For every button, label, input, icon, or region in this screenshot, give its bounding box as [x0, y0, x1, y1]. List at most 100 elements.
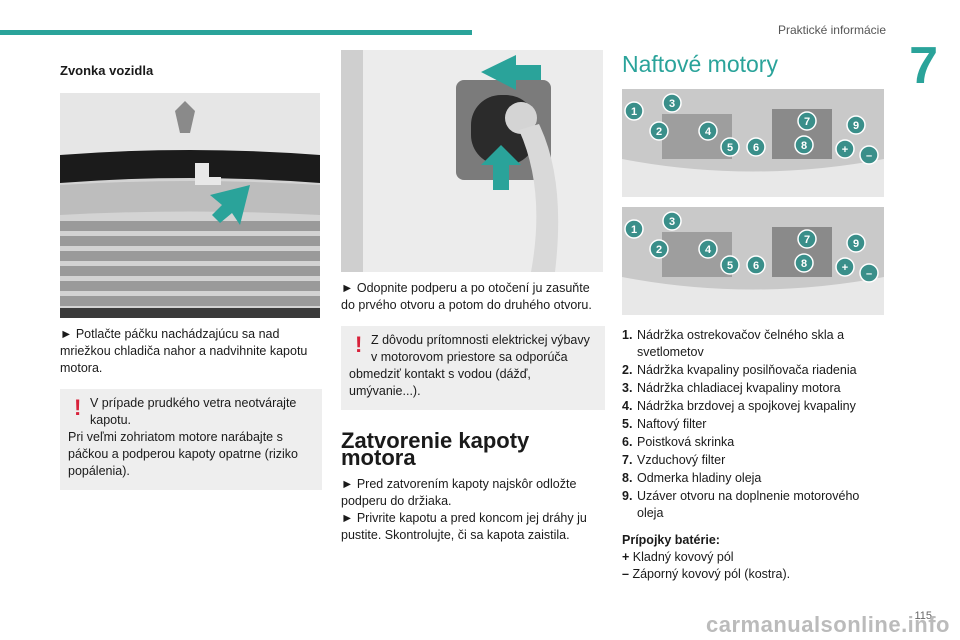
callout-marker	[720, 255, 740, 275]
warning-icon: !	[355, 332, 363, 357]
list-item: 6. Poistková skrinka	[622, 434, 886, 451]
support-illustration	[341, 50, 603, 272]
callout-marker	[797, 111, 817, 131]
callout-marker	[649, 121, 669, 141]
callout-marker	[794, 253, 814, 273]
list-item-text: Nádržka ostrekovačov čelného skla a svet…	[637, 328, 845, 359]
callout-marker	[662, 93, 682, 113]
closing-heading: Zatvorenie kapoty motora	[341, 428, 530, 470]
callout-label: 9	[853, 238, 859, 250]
callout-label: 9	[853, 120, 859, 132]
callout-marker	[846, 233, 866, 253]
callout-label: 2	[656, 126, 662, 138]
callout-marker	[662, 211, 682, 231]
callout-label: 4	[705, 244, 712, 256]
support-figure	[341, 50, 603, 272]
list-item: 4. Nádržka brzdovej a spojkovej kvapaliny	[622, 398, 886, 415]
list-item-number: 5.	[622, 417, 633, 431]
closing-step-1: ► Pred zatvorením kapoty najskôr odložte…	[341, 477, 577, 508]
callout-label: +	[842, 144, 848, 156]
callout-label: 8	[801, 258, 807, 270]
callout-label: 1	[631, 106, 637, 118]
callout-label: 5	[727, 260, 733, 272]
outside-warning-first: V prípade prudkého vetra neotvárajte kap…	[90, 396, 297, 427]
page-number: 115	[914, 610, 932, 622]
callout-marker	[859, 263, 879, 283]
column-support: ► Odopnite podperu a po otočení ju zasuň…	[341, 50, 605, 544]
callout-marker	[720, 137, 740, 157]
callout-label: –	[866, 268, 872, 280]
outside-instruction: ► Potlačte páčku nachádzajúcu sa nad mri…	[60, 327, 308, 375]
chapter-number: 7	[909, 37, 938, 95]
list-item-text: Vzduchový filter	[637, 453, 726, 467]
callout-marker	[797, 229, 817, 249]
list-item-number: 9.	[622, 489, 633, 503]
list-item-text: Nádržka brzdovej a spojkovej kvapaliny	[637, 399, 856, 413]
list-item-number: 1.	[622, 328, 633, 342]
list-item-text: Poistková skrinka	[637, 435, 735, 449]
callout-marker	[835, 257, 855, 277]
callout-marker	[794, 135, 814, 155]
callout-label: 8	[801, 140, 807, 152]
column-outside: Zvonka vozidla ► Potlačte páčku nachádza…	[60, 56, 322, 490]
callout-label: –	[866, 150, 872, 162]
support-warning-box: ! Z dôvodu prítomnosti elektrickej výbav…	[341, 326, 605, 410]
callout-label: 4	[705, 126, 712, 138]
battery-plus-sign: +	[622, 550, 630, 564]
callout-label: 6	[753, 142, 759, 154]
callout-label: 3	[669, 216, 675, 228]
list-item-text: Uzáver otvoru na doplnenie motorového ol…	[637, 489, 860, 520]
callout-label: 2	[656, 244, 662, 256]
list-item: 9. Uzáver otvoru na doplnenie motorového …	[622, 488, 886, 522]
warning-icon: !	[74, 395, 82, 420]
outside-warning-rest: Pri veľmi zohriatom motore narábajte s p…	[68, 430, 299, 478]
list-item-number: 3.	[622, 381, 633, 395]
list-item-text: Odmerka hladiny oleja	[637, 471, 762, 485]
list-item: 7. Vzduchový filter	[622, 452, 886, 469]
callout-marker	[624, 219, 644, 239]
list-item-number: 4.	[622, 399, 633, 413]
battery-plus: Kladný kovový pól	[632, 550, 734, 564]
callout-marker	[746, 137, 766, 157]
list-item-text: Nádržka kvapaliny posilňovača riadenia	[637, 363, 857, 377]
list-item-number: 6.	[622, 435, 633, 449]
component-list: 1. Nádržka ostrekovačov čelného skla a sv…	[622, 327, 886, 522]
callout-label: +	[842, 262, 848, 274]
list-item-number: 7.	[622, 453, 633, 467]
list-item: 3.Nádržka chladiacej kvapaliny motora	[622, 380, 886, 397]
battery-title: Prípojky batérie:	[622, 533, 720, 547]
battery-plus-line: + Kladný kovový pól	[622, 549, 886, 566]
list-item: 2. Nádržka kvapaliny posilňovača riadenia	[622, 362, 886, 379]
grille-figure	[60, 93, 320, 318]
list-item: 5. Naftový filter	[622, 416, 886, 433]
callout-marker	[846, 115, 866, 135]
callout-marker	[624, 101, 644, 121]
callout-label: 7	[804, 116, 810, 128]
list-item-number: 2.	[622, 363, 633, 377]
callout-marker	[859, 145, 879, 165]
section-header: Praktické informácie	[777, 23, 886, 37]
top-accent-bar	[0, 30, 472, 35]
outside-title: Zvonka vozidla	[60, 63, 154, 78]
closing-step-2: ► Privrite kapotu a pred koncom jej dráh…	[341, 511, 587, 542]
callout-marker	[746, 255, 766, 275]
callout-marker	[698, 239, 718, 259]
callout-label: 1	[631, 224, 637, 236]
callout-marker	[698, 121, 718, 141]
battery-minus-line: – Záporný kovový pól (kostra).	[622, 566, 886, 583]
list-item-text: Naftový filter	[637, 417, 707, 431]
callout-marker	[835, 139, 855, 159]
watermark: carmanualsonline.info	[706, 612, 950, 637]
support-warning-rest: obmedziť kontakt s vodou (dážď, umývanie…	[349, 367, 531, 398]
list-item: 8. Odmerka hladiny oleja	[622, 470, 886, 487]
list-item-number: 8.	[622, 471, 633, 485]
callout-label: 7	[804, 234, 810, 246]
diesel-heading: Naftové motory	[622, 51, 778, 77]
outside-warning-box: ! V prípade prudkého vetra neotvárajte k…	[60, 389, 322, 490]
callout-label: 5	[727, 142, 733, 154]
